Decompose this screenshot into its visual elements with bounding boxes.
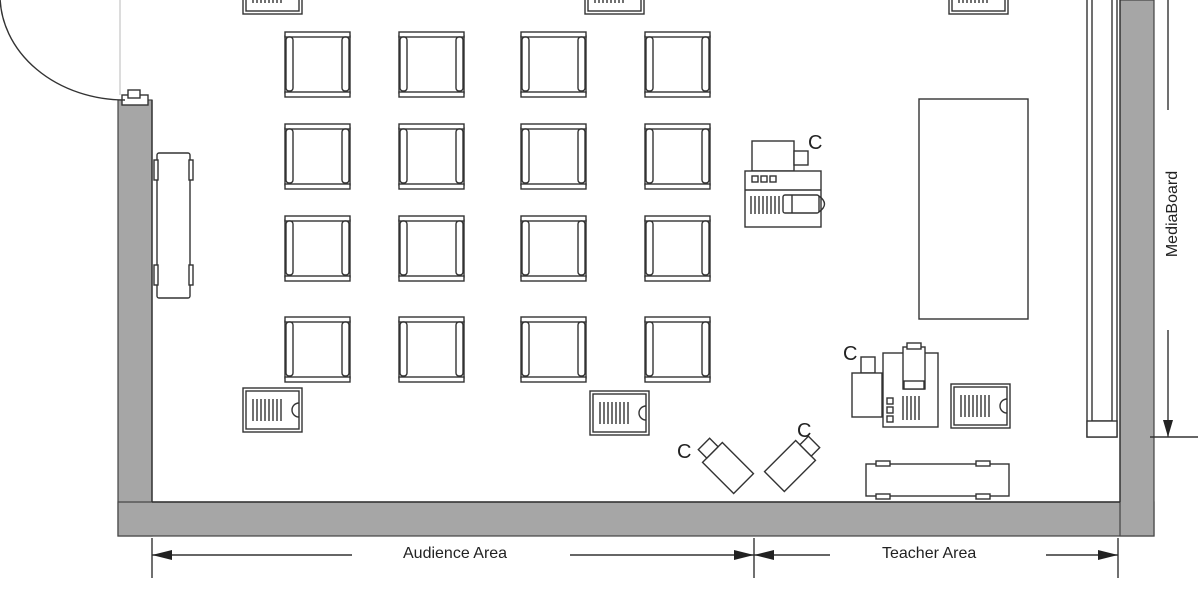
- chair-icon: [284, 215, 351, 282]
- desk-icon: [242, 0, 303, 15]
- camera-marker-1: C: [808, 132, 822, 154]
- equipment-rack-icon: [744, 140, 826, 228]
- camera-icon: [763, 435, 821, 493]
- bottom-wall: [117, 501, 1155, 537]
- media-board-dimension: [1150, 0, 1198, 438]
- camera-marker: C: [677, 441, 691, 463]
- chair-icon: [398, 123, 465, 190]
- audience-area-label: Audience Area: [403, 545, 508, 562]
- media-board-icon: [1086, 0, 1118, 438]
- left-wall: [117, 99, 153, 537]
- chair-icon: [284, 316, 351, 383]
- chair-icon: [644, 316, 711, 383]
- desk-icon: [242, 387, 303, 433]
- camera-marker: C: [797, 420, 811, 442]
- teacher-bench-icon: [865, 460, 1010, 500]
- camera-icon: [697, 437, 755, 495]
- desk-icon: [584, 0, 645, 15]
- desk-icon: [948, 0, 1009, 15]
- equipment-rack-icon-2: [851, 342, 939, 428]
- chair-icon: [520, 215, 587, 282]
- table-icon: [918, 98, 1029, 320]
- chair-icon: [284, 31, 351, 98]
- chair-icon: [398, 215, 465, 282]
- desk-icon: [950, 383, 1011, 429]
- desks: [242, 0, 1011, 436]
- area-dimensions: [151, 538, 1119, 578]
- chair-icon: [644, 31, 711, 98]
- audience-chairs: [284, 31, 711, 383]
- media-board-label: MediaBoard: [1164, 170, 1181, 258]
- chair-icon: [644, 123, 711, 190]
- cameras: C C C: [677, 343, 857, 495]
- right-wall: [1119, 0, 1155, 537]
- chair-icon: [398, 316, 465, 383]
- bench-icon: [153, 152, 194, 299]
- chair-icon: [398, 31, 465, 98]
- chair-icon: [520, 123, 587, 190]
- chair-icon: [520, 31, 587, 98]
- door-icon: [0, 0, 149, 106]
- chair-icon: [644, 215, 711, 282]
- chair-icon: [284, 123, 351, 190]
- camera-marker: C: [843, 343, 857, 365]
- desk-icon: [589, 390, 650, 436]
- chair-icon: [520, 316, 587, 383]
- teacher-area-label: Teacher Area: [882, 545, 977, 562]
